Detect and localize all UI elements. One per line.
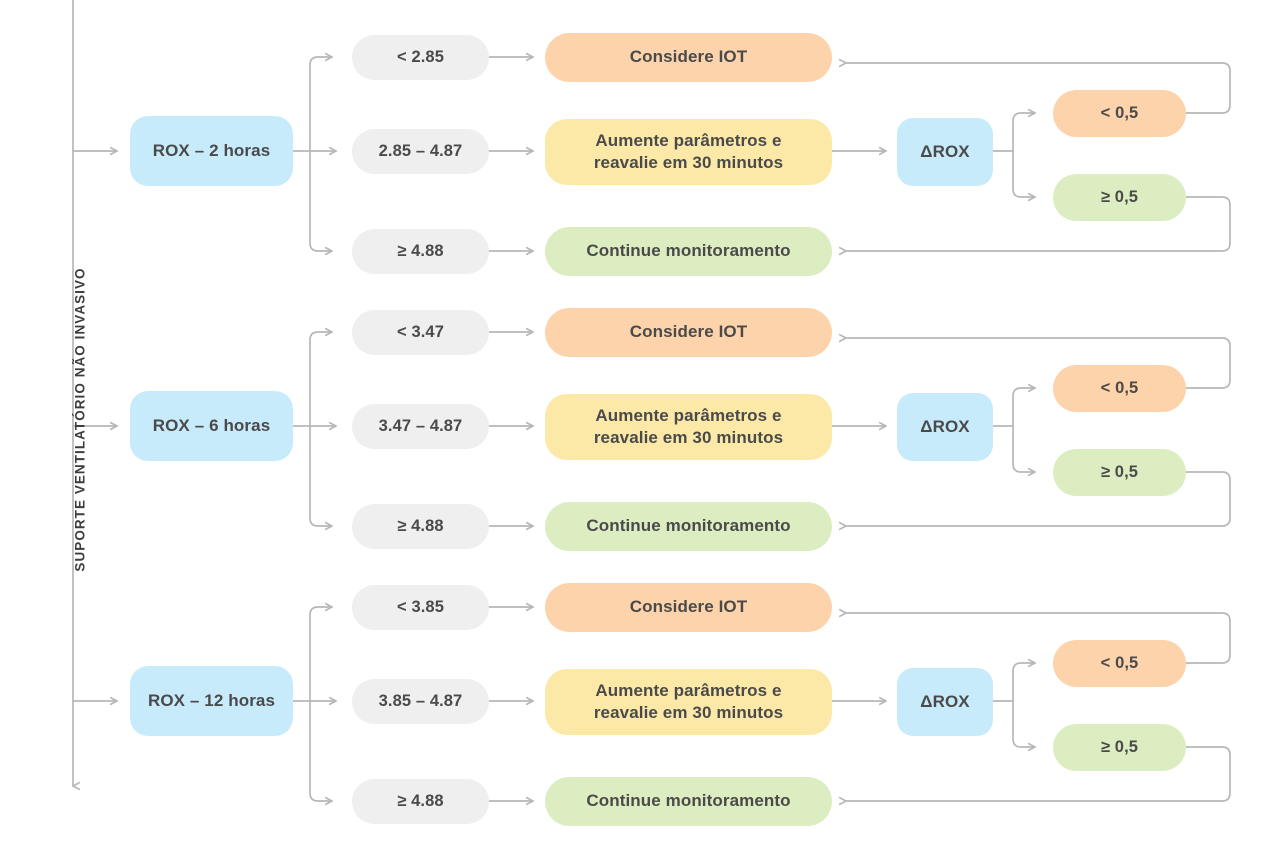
action-intubate-1[interactable]: Considere IOT	[545, 33, 832, 82]
delta-branch-dn-2	[1012, 425, 1036, 477]
rox-assessment-box-1[interactable]: ROX – 2 horas	[130, 116, 293, 186]
action-continue-monitoring-2[interactable]: Continue monitoramento	[545, 502, 832, 551]
action-line-1: Aumente parâmetros e	[595, 405, 782, 425]
action-continue-monitoring-1[interactable]: Continue monitoramento	[545, 227, 832, 276]
delta-rox-box-2[interactable]: ΔROX	[897, 393, 993, 461]
rox-branch-up-1	[309, 52, 333, 152]
loop-high-to-monitor-2	[838, 471, 1231, 531]
delta-high-pill-3[interactable]: ≥ 0,5	[1053, 724, 1186, 771]
action-line-1: Aumente parâmetros e	[595, 130, 782, 150]
threshold-mid-2[interactable]: 3.47 – 4.87	[352, 404, 489, 449]
threshold-low-2[interactable]: < 3.47	[352, 310, 489, 355]
axis-label: SUPORTE VENTILATÓRIO NÃO INVASIVO	[72, 267, 88, 572]
threshold-high-3[interactable]: ≥ 4.88	[352, 779, 489, 824]
threshold-high-1[interactable]: ≥ 4.88	[352, 229, 489, 274]
action-adjust-params-1[interactable]: Aumente parâmetros e reavalie em 30 minu…	[545, 119, 832, 185]
delta-branch-dn-3	[1012, 700, 1036, 752]
delta-rox-box-3[interactable]: ΔROX	[897, 668, 993, 736]
action-intubate-2[interactable]: Considere IOT	[545, 308, 832, 357]
delta-low-pill-2[interactable]: < 0,5	[1053, 365, 1186, 412]
rox-branch-dn-3	[309, 700, 333, 806]
delta-branch-dn-1	[1012, 150, 1036, 202]
action-line-2: reavalie em 30 minutos	[593, 703, 784, 722]
rox-branch-dn-2	[309, 425, 333, 531]
delta-branch-up-3	[1012, 658, 1036, 702]
action-intubate-3[interactable]: Considere IOT	[545, 583, 832, 632]
loop-low-to-iot-2	[838, 333, 1231, 389]
action-adjust-params-text-2: Aumente parâmetros e reavalie em 30 minu…	[594, 405, 783, 450]
threshold-mid-1[interactable]: 2.85 – 4.87	[352, 129, 489, 174]
rox-assessment-box-3[interactable]: ROX – 12 horas	[130, 666, 293, 736]
delta-low-pill-3[interactable]: < 0,5	[1053, 640, 1186, 687]
threshold-low-3[interactable]: < 3.85	[352, 585, 489, 630]
delta-branch-up-2	[1012, 383, 1036, 427]
delta-low-pill-1[interactable]: < 0,5	[1053, 90, 1186, 137]
rox-branch-up-2	[309, 327, 333, 427]
delta-branch-up-1	[1012, 108, 1036, 152]
threshold-mid-3[interactable]: 3.85 – 4.87	[352, 679, 489, 724]
loop-low-to-iot-3	[838, 608, 1231, 664]
threshold-high-2[interactable]: ≥ 4.88	[352, 504, 489, 549]
action-continue-monitoring-3[interactable]: Continue monitoramento	[545, 777, 832, 826]
action-adjust-params-2[interactable]: Aumente parâmetros e reavalie em 30 minu…	[545, 394, 832, 460]
action-adjust-params-3[interactable]: Aumente parâmetros e reavalie em 30 minu…	[545, 669, 832, 735]
delta-high-pill-1[interactable]: ≥ 0,5	[1053, 174, 1186, 221]
action-line-1: Aumente parâmetros e	[595, 680, 782, 700]
rox-branch-dn-1	[309, 150, 333, 256]
rox-branch-up-3	[309, 602, 333, 702]
action-adjust-params-text-1: Aumente parâmetros e reavalie em 30 minu…	[594, 130, 783, 175]
delta-high-pill-2[interactable]: ≥ 0,5	[1053, 449, 1186, 496]
action-adjust-params-text-3: Aumente parâmetros e reavalie em 30 minu…	[594, 680, 783, 725]
loop-high-to-monitor-1	[838, 196, 1231, 256]
action-line-2: reavalie em 30 minutos	[593, 153, 784, 172]
threshold-low-1[interactable]: < 2.85	[352, 35, 489, 80]
action-line-2: reavalie em 30 minutos	[593, 428, 784, 447]
rox-assessment-box-2[interactable]: ROX – 6 horas	[130, 391, 293, 461]
loop-high-to-monitor-3	[838, 746, 1231, 806]
delta-rox-box-1[interactable]: ΔROX	[897, 118, 993, 186]
loop-low-to-iot-1	[838, 58, 1231, 114]
